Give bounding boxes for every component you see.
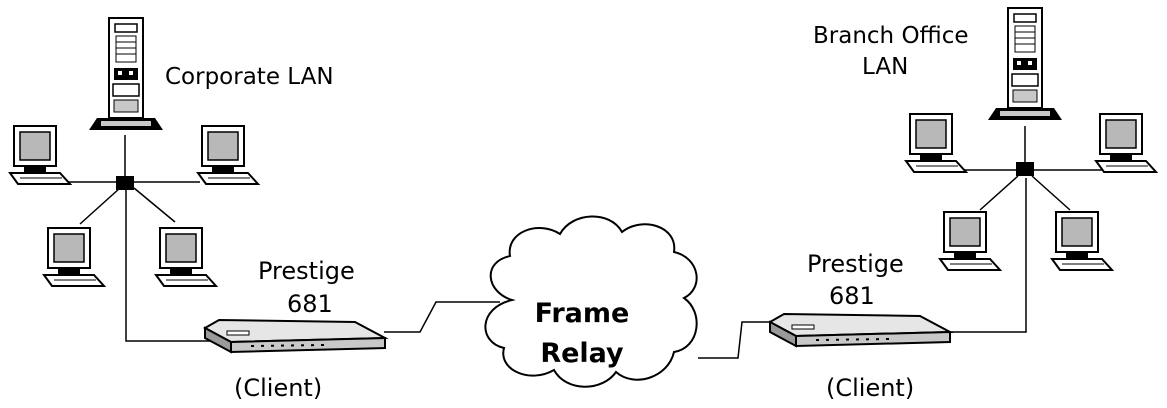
frame-relay-cloud: Frame Relay [484, 215, 698, 388]
branch-pc-4-icon [1051, 211, 1113, 271]
corporate-lan-group: Corporate LAN Prestige 681 (Client) [9, 17, 386, 402]
corporate-lan-label: Corporate LAN [165, 64, 334, 90]
branch-pc-3-icon [939, 211, 1001, 271]
branch-pc-1-icon [905, 113, 967, 173]
cloud-label-line1: Frame [535, 298, 630, 329]
corporate-role-label: (Client) [234, 374, 322, 402]
corporate-pc-3-icon [43, 227, 105, 287]
corporate-pc-4-icon [155, 227, 217, 287]
corporate-pc-1-icon [9, 125, 71, 185]
corporate-pc-2-icon [197, 125, 259, 185]
corporate-device-label-line2: 681 [287, 290, 333, 318]
branch-router-icon [769, 313, 951, 347]
corporate-hub [116, 176, 134, 190]
branch-lan-group: Branch Office LAN Prestige 681 (Client) [769, 7, 1157, 402]
corporate-device-label-line1: Prestige [258, 257, 355, 285]
cloud-label-line2: Relay [540, 338, 624, 369]
branch-server-icon [987, 7, 1063, 121]
corporate-server-icon [88, 17, 164, 131]
branch-lan-label-line1: Branch Office [813, 23, 969, 49]
branch-role-label: (Client) [826, 374, 914, 402]
cloud-shape [484, 215, 698, 388]
branch-hub [1016, 162, 1034, 176]
branch-lan-label-line2: LAN [862, 54, 908, 80]
branch-pc-2-icon [1095, 113, 1157, 173]
corporate-lan-cabling [56, 135, 228, 342]
corporate-router-icon [204, 319, 386, 353]
wan-links [384, 301, 774, 359]
branch-device-label-line2: 681 [829, 282, 875, 310]
branch-device-label-line1: Prestige [807, 250, 904, 278]
